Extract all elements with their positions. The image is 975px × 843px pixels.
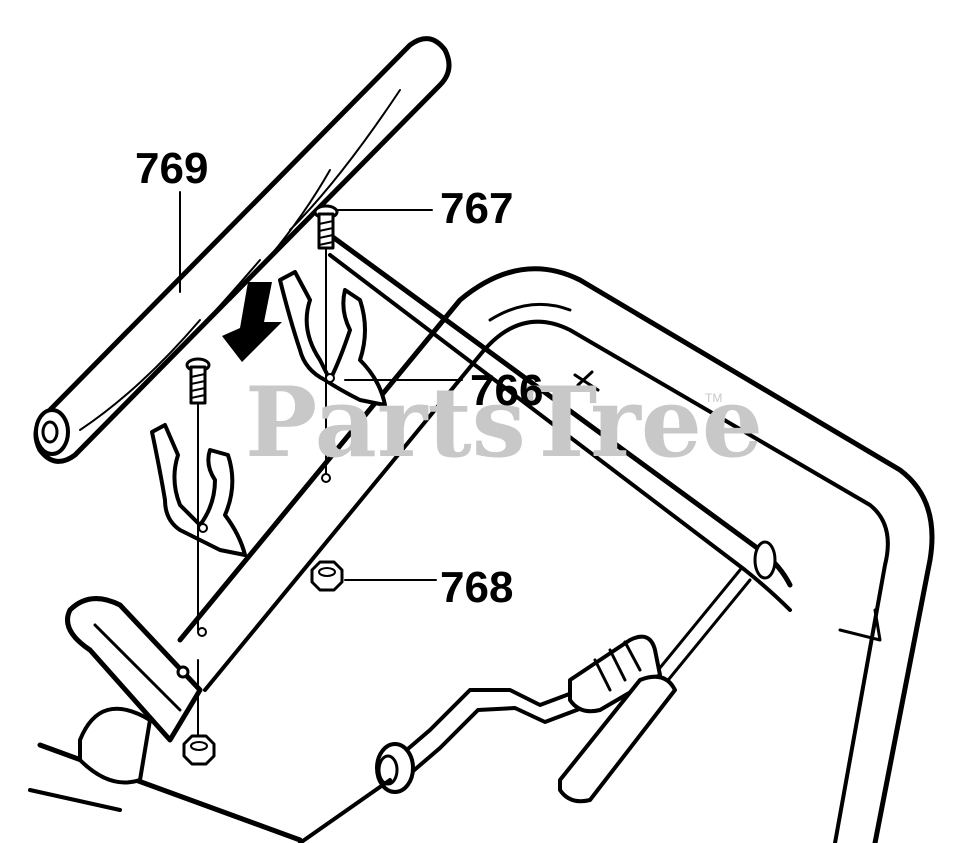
nut-768-lower — [182, 734, 216, 766]
bracket-766-lower — [150, 423, 247, 557]
upper-cross-tube — [327, 232, 793, 612]
pivot-collar — [298, 742, 415, 843]
control-rod — [393, 568, 752, 780]
bolt-767-lower — [185, 357, 211, 405]
label-766: 766 — [470, 366, 543, 415]
assembly-arrow-icon — [222, 282, 282, 362]
label-768: 768 — [440, 563, 513, 612]
leader-lines — [179, 191, 463, 581]
watermark-text: PartsTree — [245, 366, 763, 479]
label-767: 767 — [440, 184, 513, 233]
handle-grip-769 — [33, 36, 452, 464]
bolt-767-upper — [313, 204, 339, 250]
bracket-766-upper — [278, 270, 387, 407]
frame-hole-upper — [321, 473, 331, 483]
lower-base — [28, 596, 203, 812]
watermark-trademark: TM — [705, 391, 722, 405]
spring-cylinder — [558, 634, 677, 804]
frame-hole-lower — [197, 627, 207, 637]
label-769: 769 — [135, 144, 208, 193]
assembly-axes — [197, 249, 327, 736]
nut-768-upper — [310, 560, 344, 592]
